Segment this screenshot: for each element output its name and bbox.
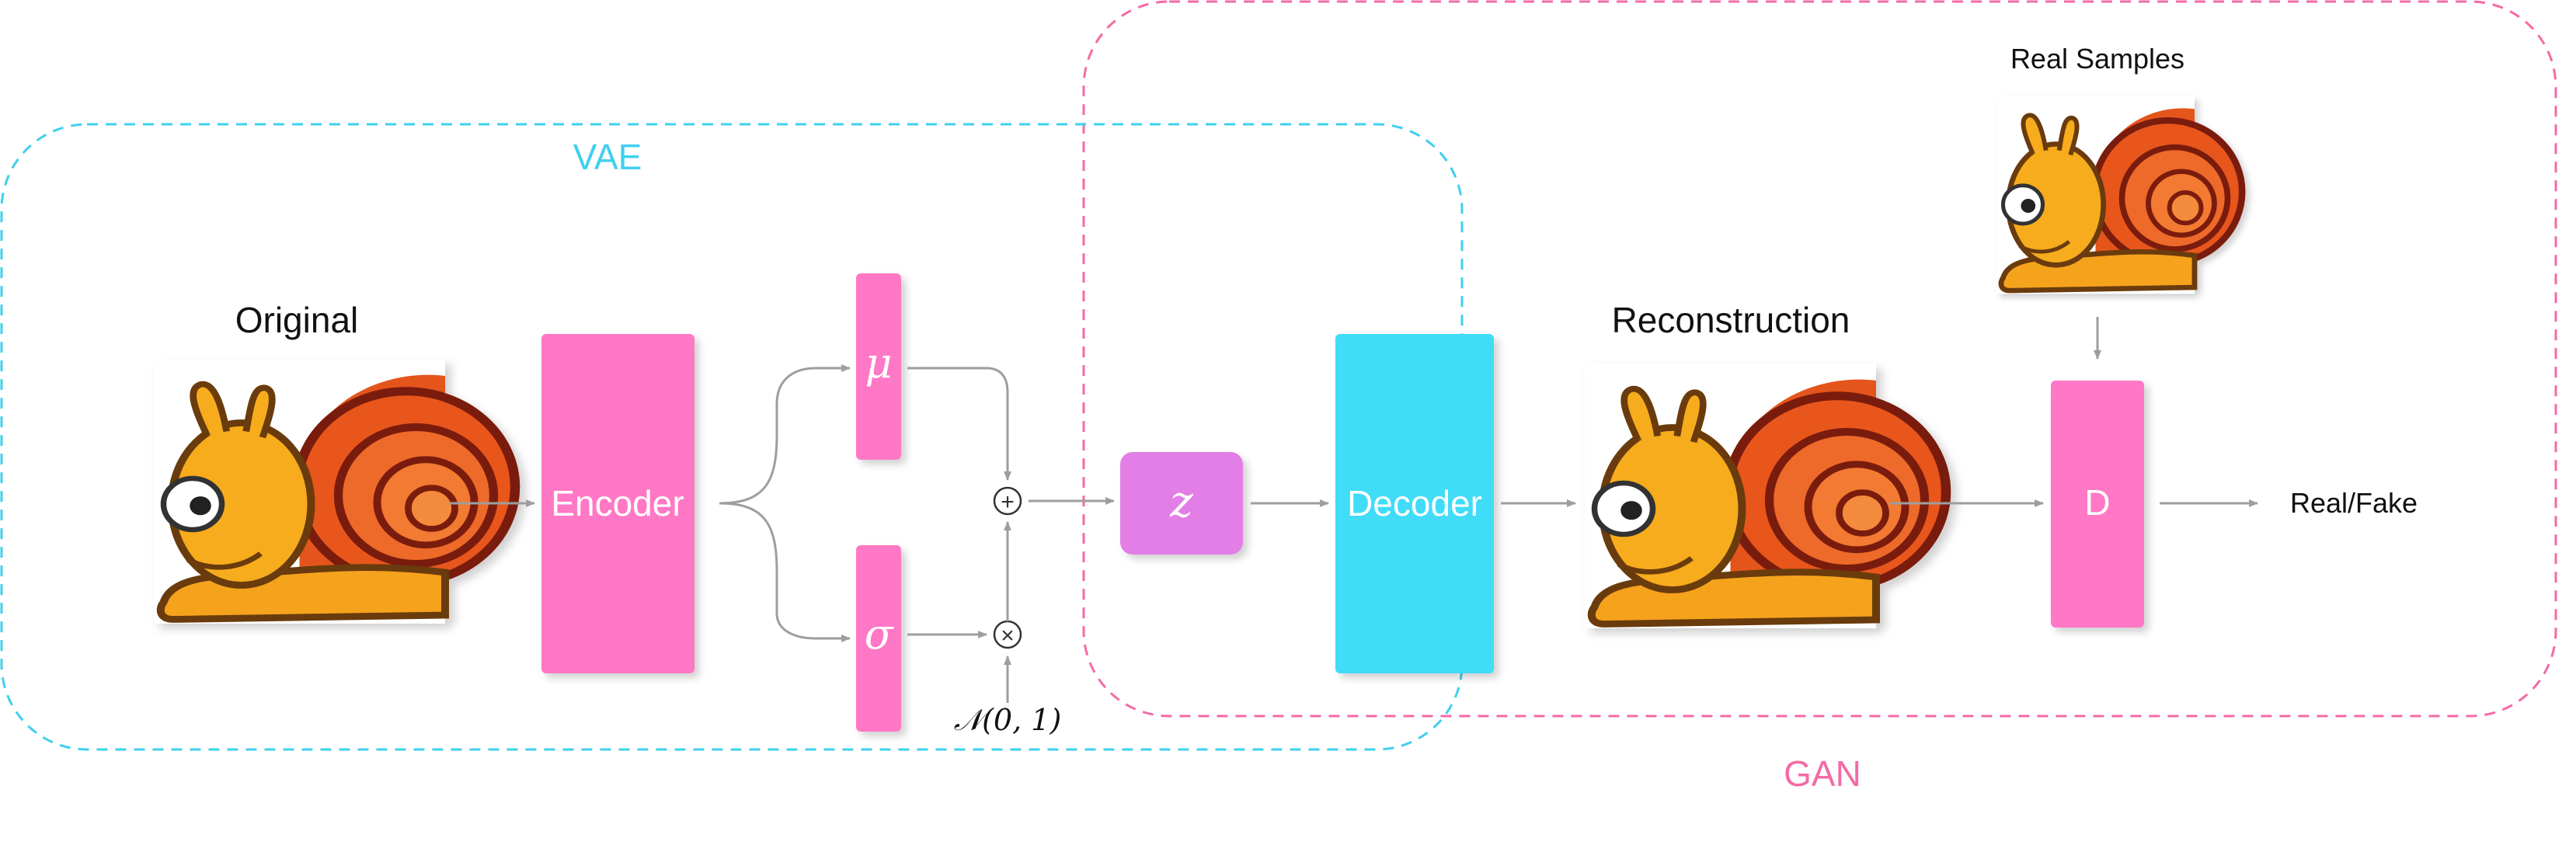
mu-label: μ — [865, 339, 892, 388]
add-operator — [993, 486, 1022, 516]
multiply-symbol: × — [1001, 623, 1015, 649]
real-fake-label: Real/Fake — [2290, 487, 2418, 519]
z-block — [1120, 452, 1243, 555]
gan-group-border — [1082, 0, 2557, 718]
encoder-block — [541, 334, 694, 673]
noise-label: 𝒩(0, 1) — [954, 703, 1062, 737]
encoder-label: Encoder — [551, 483, 684, 523]
z-label: z — [1169, 477, 1193, 527]
decoder-block — [1335, 334, 1494, 673]
real-samples-label: Real Samples — [2010, 43, 2184, 75]
original-image — [154, 359, 515, 624]
arrow-encoder-to-mu — [719, 364, 851, 505]
original-label: Original — [235, 300, 359, 340]
gan-label: GAN — [1784, 753, 1861, 794]
discriminator-block — [2051, 381, 2144, 628]
reconstruction-label: Reconstruction — [1612, 300, 1850, 340]
decoder-label: Decoder — [1347, 483, 1482, 523]
arrow-mu-to-add — [907, 367, 1011, 481]
discriminator-label: D — [2084, 482, 2110, 523]
reconstruction-image — [1585, 363, 1946, 628]
mu-block — [856, 273, 901, 460]
sigma-label: σ — [865, 610, 895, 659]
vae-label: VAE — [573, 137, 642, 177]
sigma-block — [856, 545, 901, 732]
real-sample-image — [1996, 96, 2242, 294]
add-symbol: + — [1001, 489, 1015, 515]
arrow-encoder-to-sigma — [719, 502, 851, 642]
